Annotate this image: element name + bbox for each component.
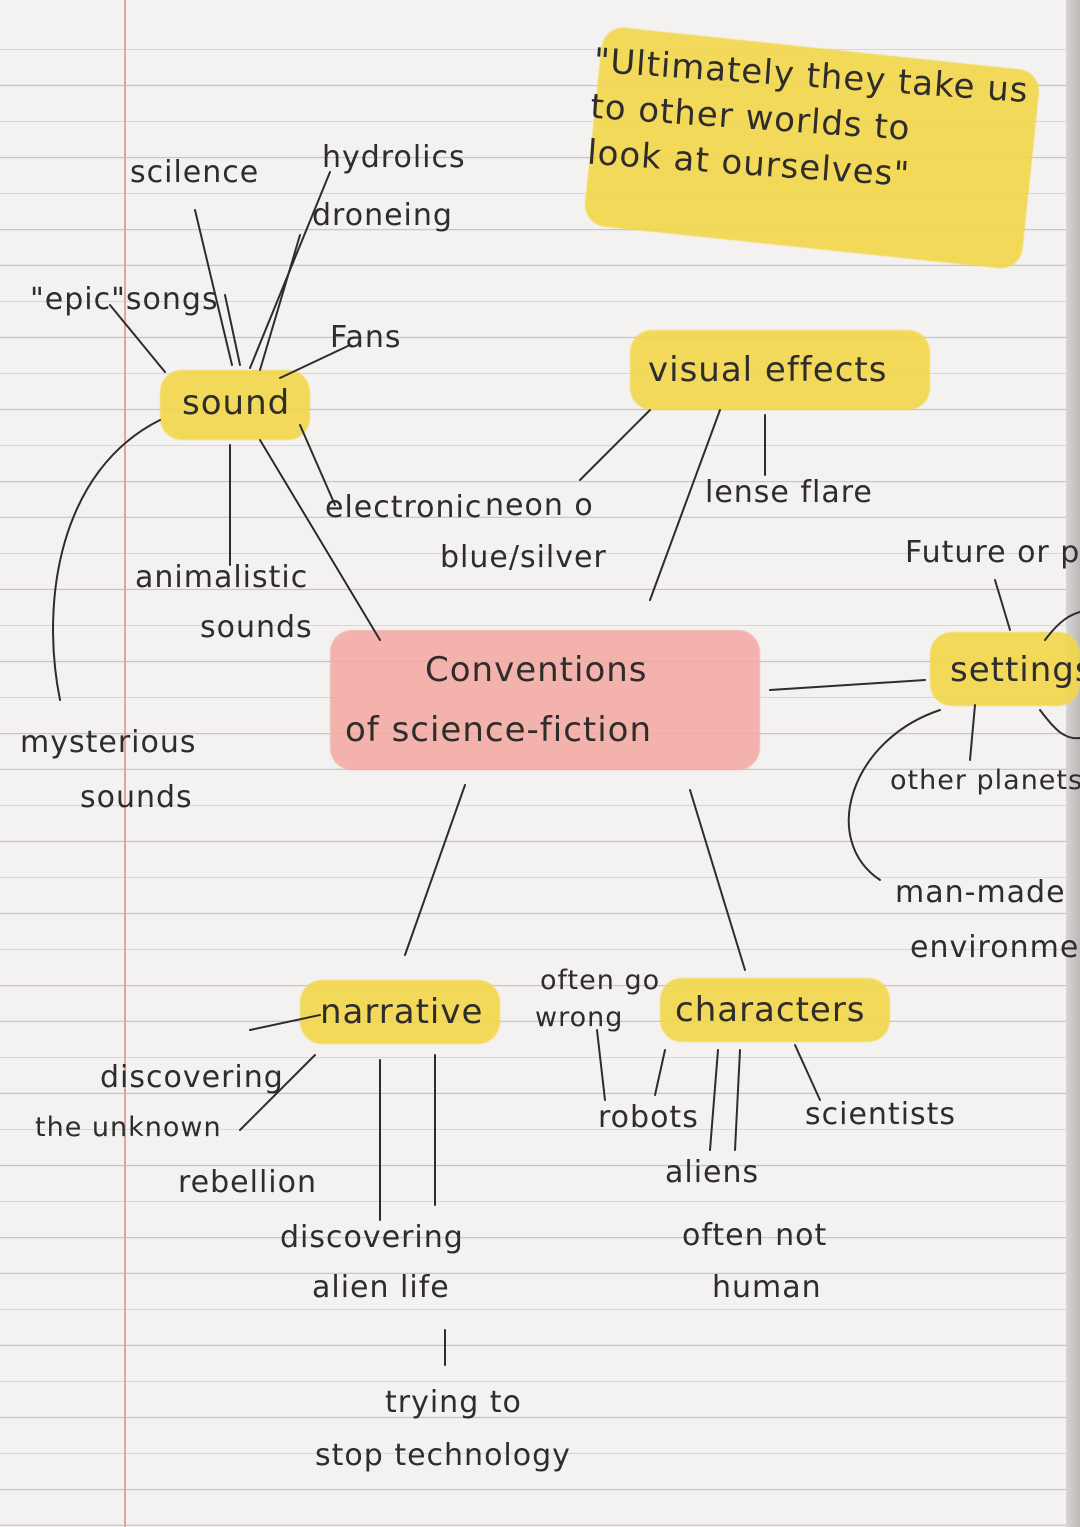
link-sound-central	[259, 439, 381, 641]
vfx-blue-silver: blue/silver	[440, 540, 607, 575]
link-settings-manmade	[847, 709, 941, 881]
characters-label: characters	[675, 990, 866, 1030]
link-sound-fans	[279, 344, 351, 379]
sound-science: scilence	[130, 155, 260, 190]
visual-effects-label: visual effects	[648, 350, 888, 390]
link-sound-electronic	[299, 424, 336, 506]
sound-epic-songs: "epic"songs	[30, 282, 219, 317]
central-highlight	[330, 630, 760, 770]
link-char-aliens1	[709, 1049, 719, 1151]
sound-droning: droneing	[312, 198, 453, 233]
link-sound-epic	[224, 294, 241, 366]
sound-fans: Fans	[330, 320, 402, 355]
visual-effects-highlight	[630, 330, 930, 410]
link-narrative-unknown	[249, 1014, 321, 1031]
settings-label: settings	[950, 650, 1080, 690]
central-title-line-1: Conventions	[425, 650, 648, 690]
link-settings-planets	[969, 704, 976, 761]
link-char-robots	[654, 1049, 666, 1096]
link-settings-right1	[1044, 611, 1080, 641]
link-vfx-neon	[579, 409, 651, 481]
link-often-robots	[596, 1029, 606, 1101]
link-char-aliens2	[734, 1049, 741, 1151]
narrative-rebellion: rebellion	[178, 1165, 318, 1200]
link-central-settings	[769, 679, 926, 691]
link-sound-epic2	[109, 304, 166, 373]
sound-hydrolics: hydrolics	[322, 140, 466, 175]
characters-not-human-1: often not	[682, 1218, 828, 1253]
characters-often-1: often go	[540, 965, 661, 996]
margin-line	[124, 0, 126, 1527]
page-edge	[1066, 0, 1080, 1527]
sound-animalistic-1: animalistic	[135, 560, 309, 595]
sound-mysterious-2: sounds	[80, 780, 193, 815]
narrative-alien-life-2: alien life	[312, 1270, 450, 1305]
sound-highlight	[160, 370, 310, 440]
characters-aliens: aliens	[665, 1155, 760, 1190]
central-title-line-2: of science-fiction	[345, 710, 653, 750]
characters-highlight	[660, 978, 890, 1042]
link-char-scientists	[794, 1044, 821, 1101]
narrative-label: narrative	[320, 992, 484, 1032]
settings-future: Future or p	[905, 535, 1080, 570]
narrative-stop-tech-1: trying to	[385, 1385, 522, 1420]
characters-scientists: scientists	[805, 1097, 957, 1132]
link-sound-droning	[259, 234, 301, 371]
narrative-unknown-2: the unknown	[35, 1112, 222, 1143]
sound-mysterious-1: mysterious	[20, 725, 197, 760]
link-settings-right2	[1039, 709, 1080, 740]
characters-robots: robots	[598, 1100, 699, 1135]
link-sound-science	[194, 209, 233, 366]
vfx-lense-flare: lense flare	[705, 475, 873, 510]
settings-man-made-1: man-made	[895, 875, 1066, 910]
settings-highlight	[930, 632, 1080, 706]
characters-often-2: wrong	[535, 1002, 624, 1033]
narrative-unknown-1: discovering	[100, 1060, 284, 1095]
narrative-alien-life-1: discovering	[280, 1220, 464, 1255]
narrative-highlight	[300, 980, 500, 1044]
link-narrative-unknown2	[239, 1054, 316, 1131]
settings-other-planets: other planets	[890, 765, 1080, 796]
link-settings-future	[994, 579, 1011, 631]
characters-not-human-2: human	[712, 1270, 822, 1305]
link-central-narrative	[404, 784, 466, 956]
sound-electronic: electronic	[325, 490, 483, 525]
narrative-stop-tech-2: stop technology	[315, 1438, 571, 1473]
link-central-characters	[689, 789, 746, 971]
sound-animalistic-2: sounds	[200, 610, 313, 645]
link-sound-mysterious	[52, 419, 161, 701]
link-vfx-central	[649, 409, 721, 601]
sound-label: sound	[182, 383, 291, 423]
vfx-neon: neon o	[485, 488, 594, 523]
